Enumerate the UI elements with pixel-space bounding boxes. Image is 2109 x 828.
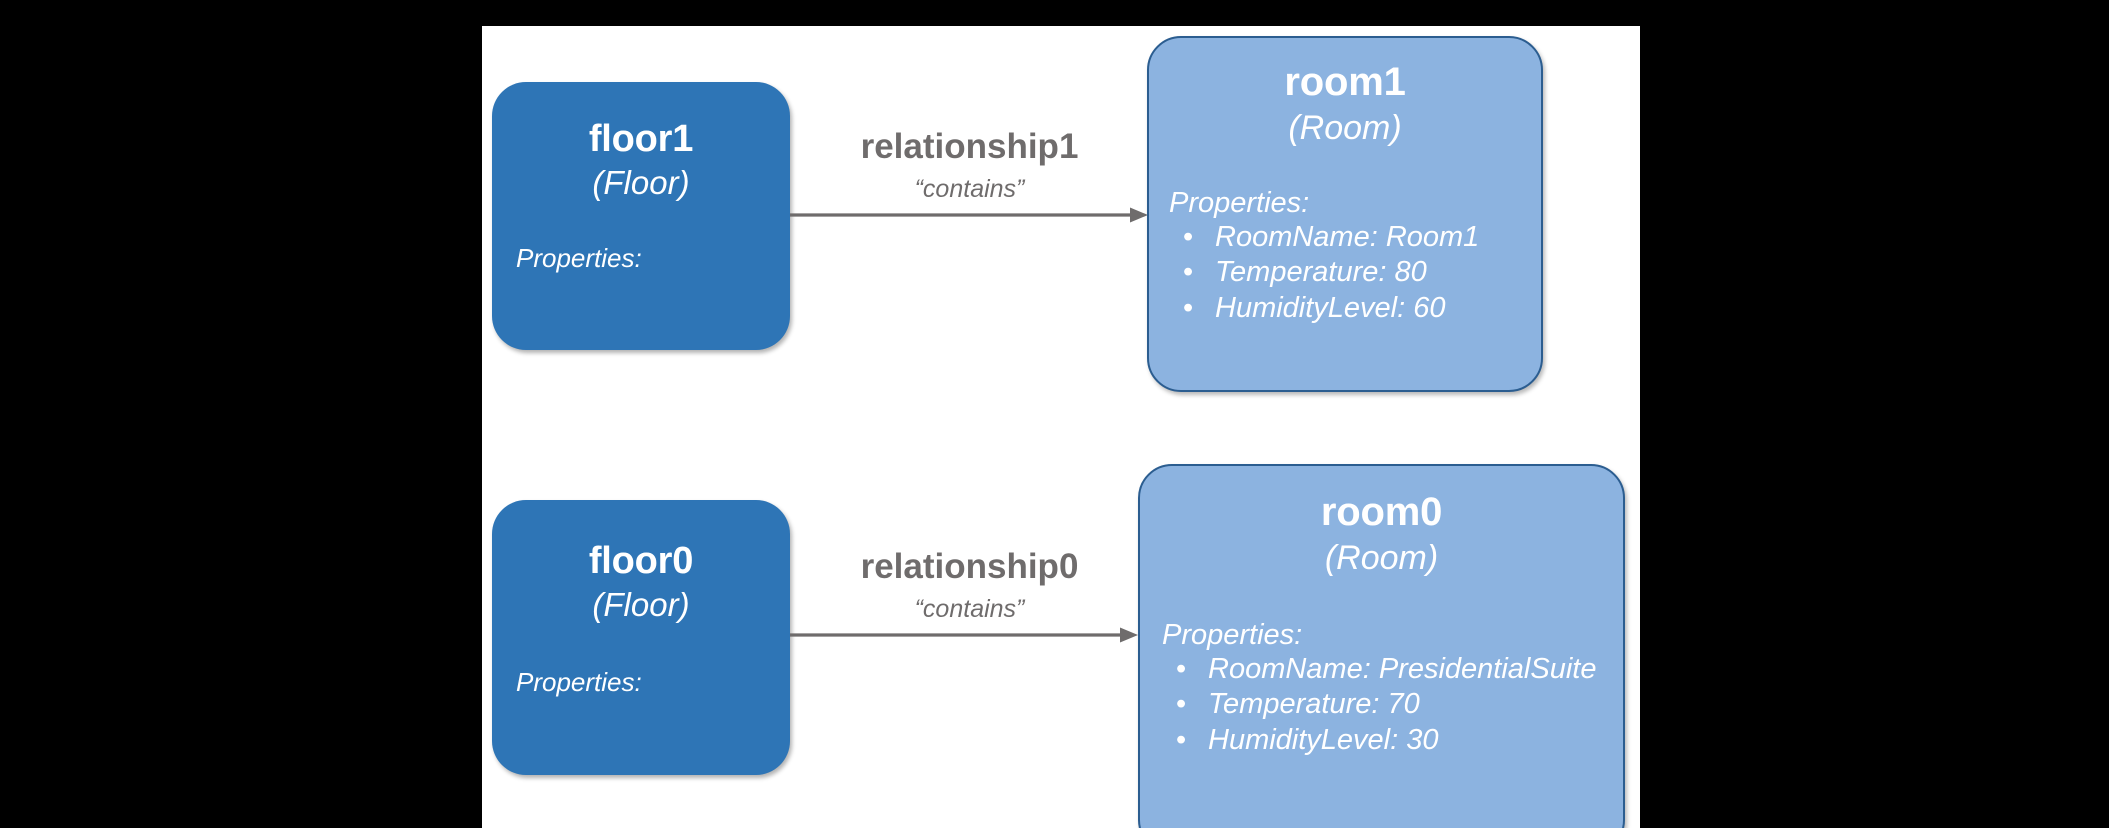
node-room1-properties-list: • RoomName: Room1 • Temperature: 80 • Humid… [1169,220,1541,326]
property-text: Temperature: 80 [1215,256,1427,289]
list-item: • HumidityLevel: 60 [1169,291,1541,326]
edge-relationship1-kind: “contains” [914,175,1025,203]
node-room0-properties-block: Properties: • RoomName: PresidentialSuite… [1162,619,1623,758]
node-floor0-properties-label: Properties: [516,667,642,697]
node-room0-model: (Room) [1324,539,1439,577]
bullet-icon: • [1176,688,1187,721]
bullet-icon: • [1176,653,1187,685]
property-text: RoomName: PresidentialSuite [1208,653,1597,685]
node-room0-properties-label: Properties: [1162,619,1303,651]
node-floor0-title: floor0 [588,540,694,582]
list-item: • Temperature: 70 [1162,687,1623,722]
node-floor0-model: (Floor) [592,586,690,623]
node-room0[interactable]: room0 (Room) Properties: • RoomName: Pres… [1138,464,1625,828]
list-item: • RoomName: Room1 [1169,220,1541,255]
property-text: HumidityLevel: 60 [1215,291,1446,324]
list-item: • Temperature: 80 [1169,255,1541,290]
node-room0-title: room0 [1320,490,1443,534]
property-text: HumidityLevel: 30 [1208,723,1439,756]
edge-relationship0-labels: relationship0 “contains” [792,549,1147,622]
node-room1-model: (Room) [1288,109,1402,147]
bullet-icon: • [1183,291,1194,324]
node-room1-title: room1 [1284,60,1406,104]
node-floor1-title: floor1 [588,118,694,160]
bullet-icon: • [1176,723,1187,756]
node-floor0[interactable]: floor0 (Floor) Properties: [492,500,790,775]
edge-relationship0-kind: “contains” [914,595,1025,623]
node-room1[interactable]: room1 (Room) Properties: • RoomName: Room… [1147,36,1543,392]
list-item: • HumidityLevel: 30 [1162,723,1623,758]
property-text: RoomName: Room1 [1215,221,1480,253]
edge-relationship0-name: relationship0 [860,547,1079,586]
node-floor1[interactable]: floor1 (Floor) Properties: [492,82,790,350]
node-room0-properties-list: • RoomName: PresidentialSuite • Temperatur… [1162,652,1623,758]
edge-relationship1-arrow [790,207,1148,223]
node-floor1-model: (Floor) [592,164,690,201]
edge-relationship1-name: relationship1 [860,127,1079,166]
diagram-canvas: floor1 (Floor) Properties: relationship1… [482,26,1640,828]
edge-relationship0-arrow [790,627,1138,643]
bullet-icon: • [1183,221,1194,253]
list-item: • RoomName: PresidentialSuite [1162,652,1623,687]
node-room1-properties-block: Properties: • RoomName: Room1 • Temperatur… [1169,187,1541,326]
node-room1-properties-label: Properties: [1169,187,1310,219]
edge-relationship1-labels: relationship1 “contains” [792,129,1147,202]
node-floor1-properties-label: Properties: [516,243,642,273]
property-text: Temperature: 70 [1208,688,1420,721]
bullet-icon: • [1183,256,1194,289]
